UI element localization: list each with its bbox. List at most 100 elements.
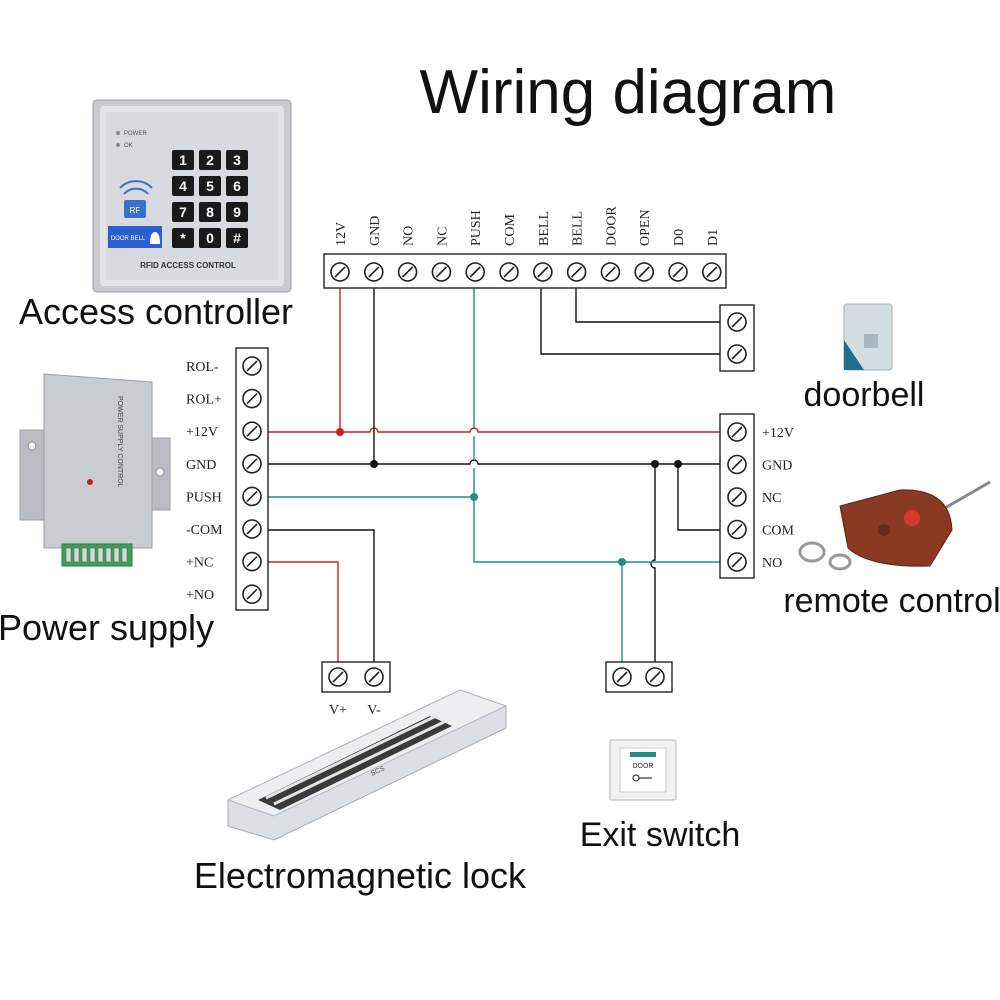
junction-gnd-controller <box>370 460 378 468</box>
caption-exit-switch: Exit switch <box>580 816 741 854</box>
power-terminal-label-3: GND <box>186 458 216 473</box>
doorbell-screw-1 <box>727 344 747 364</box>
controller-terminal-label-4: PUSH <box>469 210 484 246</box>
power-terminal-label-0: ROL- <box>186 360 219 375</box>
psu-terminal-pins <box>65 547 128 563</box>
remote-terminal-label-0: +12V <box>762 426 794 441</box>
caption-doorbell: doorbell <box>804 376 925 414</box>
rfid-wave-icon <box>119 180 153 195</box>
keypad-key-0: 1 <box>179 152 187 168</box>
led-label-ok: OK <box>124 143 133 149</box>
keypad-key-5: 6 <box>233 178 241 194</box>
controller-screw-7 <box>566 262 587 282</box>
junction-push-exit <box>618 558 626 566</box>
controller-terminal-label-1: GND <box>368 216 383 246</box>
key-icon <box>632 774 652 782</box>
remote-control-device <box>798 480 991 571</box>
junction-12v <box>336 428 344 436</box>
power-terminal-label-2: +12V <box>186 425 218 440</box>
keypad-key-11: # <box>233 230 241 246</box>
keypad-brand-label: RFID ACCESS CONTROL <box>140 261 236 270</box>
lock-terminal-label-0: V+ <box>329 703 347 718</box>
rf-tag-label: RF <box>130 206 141 215</box>
remote-screw-4 <box>727 552 747 572</box>
keypad-key-7: 8 <box>206 204 214 220</box>
power-screw-3 <box>242 453 262 474</box>
junction-gnd-remote <box>674 460 682 468</box>
wire-bell-1 <box>540 272 724 355</box>
door-bell-label: DOOR BELL <box>111 236 146 242</box>
exit-switch-device: DOOR <box>609 739 677 801</box>
caption-remote-control: remote control <box>783 582 1000 620</box>
power-terminal-label-7: +NO <box>186 588 214 603</box>
controller-screw-11 <box>701 262 722 282</box>
electromagnetic-lock-device: SCS <box>226 689 508 841</box>
wire-com-to-lock-v-minus <box>268 529 375 664</box>
wire-psu12v-to-remote-red <box>268 427 724 433</box>
wire-push-controller <box>473 272 724 563</box>
exit-switch-label: DOOR <box>633 763 654 770</box>
remote-terminal-label-3: COM <box>762 524 794 539</box>
doorbell-device <box>843 303 893 371</box>
controller-terminal-label-6: BELL <box>537 211 552 246</box>
controller-terminal-label-3: NC <box>435 227 450 246</box>
lock-terminal-block: V+ V- <box>321 661 391 718</box>
caption-access-controller: Access controller <box>19 291 293 332</box>
power-screw-6 <box>242 551 262 572</box>
power-terminal-label-6: +NC <box>186 556 213 571</box>
wire-exit-switch-to-gnd <box>650 464 656 664</box>
controller-terminal-label-9: OPEN <box>638 209 653 246</box>
exit-screw-1 <box>645 667 665 687</box>
controller-screw-8 <box>600 262 621 282</box>
controller-terminal-label-10: D0 <box>672 229 687 246</box>
remote-screw-2 <box>727 487 747 507</box>
controller-screw-9 <box>634 262 655 282</box>
controller-terminal-label-11: D1 <box>706 229 721 246</box>
keypad-key-3: 4 <box>179 178 187 194</box>
controller-terminal-label-0: 12V <box>334 222 349 246</box>
controller-screw-10 <box>668 262 688 282</box>
doorbell-terminal-block <box>719 304 755 372</box>
controller-screw-2 <box>397 262 418 282</box>
wires <box>268 272 724 664</box>
keypad-key-10: 0 <box>206 230 214 246</box>
keypad-key-8: 9 <box>233 204 241 220</box>
controller-screw-5 <box>499 262 519 282</box>
psu-label: POWER SUPPLY CONTROL <box>116 396 123 488</box>
wire-nc-to-lock-v-plus <box>268 561 339 664</box>
keypad-key-1: 2 <box>206 152 214 168</box>
diagram-title: Wiring diagram <box>420 58 837 127</box>
power-supply-device: POWER SUPPLY CONTROL <box>19 373 171 567</box>
junctions <box>336 428 682 566</box>
power-screw-5 <box>242 519 262 539</box>
caption-power-supply: Power supply <box>0 607 214 648</box>
power-screw-7 <box>242 584 262 605</box>
controller-terminal-label-5: COM <box>503 214 518 246</box>
controller-screw-6 <box>532 262 553 282</box>
lock-screw-1 <box>364 667 384 687</box>
junction-gnd-exit <box>651 460 659 468</box>
power-screw-0 <box>242 356 262 376</box>
remote-terminal-label-4: NO <box>762 556 782 571</box>
controller-screw-4 <box>465 262 486 282</box>
keypad-key-2: 3 <box>233 152 241 168</box>
bell-icon <box>150 232 160 244</box>
keypad-key-6: 7 <box>179 204 187 220</box>
power-terminal-label-4: PUSH <box>186 490 222 505</box>
power-screw-1 <box>242 388 262 409</box>
lock-screw-0 <box>328 667 348 687</box>
controller-screw-0 <box>330 262 350 282</box>
remote-screw-0 <box>727 422 747 442</box>
remote-screw-1 <box>727 454 747 475</box>
lock-terminal-label-1: V- <box>367 703 381 718</box>
remote-screw-3 <box>727 519 747 540</box>
keypad-key-9: * <box>180 230 186 246</box>
remote-terminal-label-2: NC <box>762 491 781 506</box>
wire-remote-com-to-gnd <box>677 464 724 531</box>
controller-terminal-label-8: DOOR <box>604 206 619 246</box>
